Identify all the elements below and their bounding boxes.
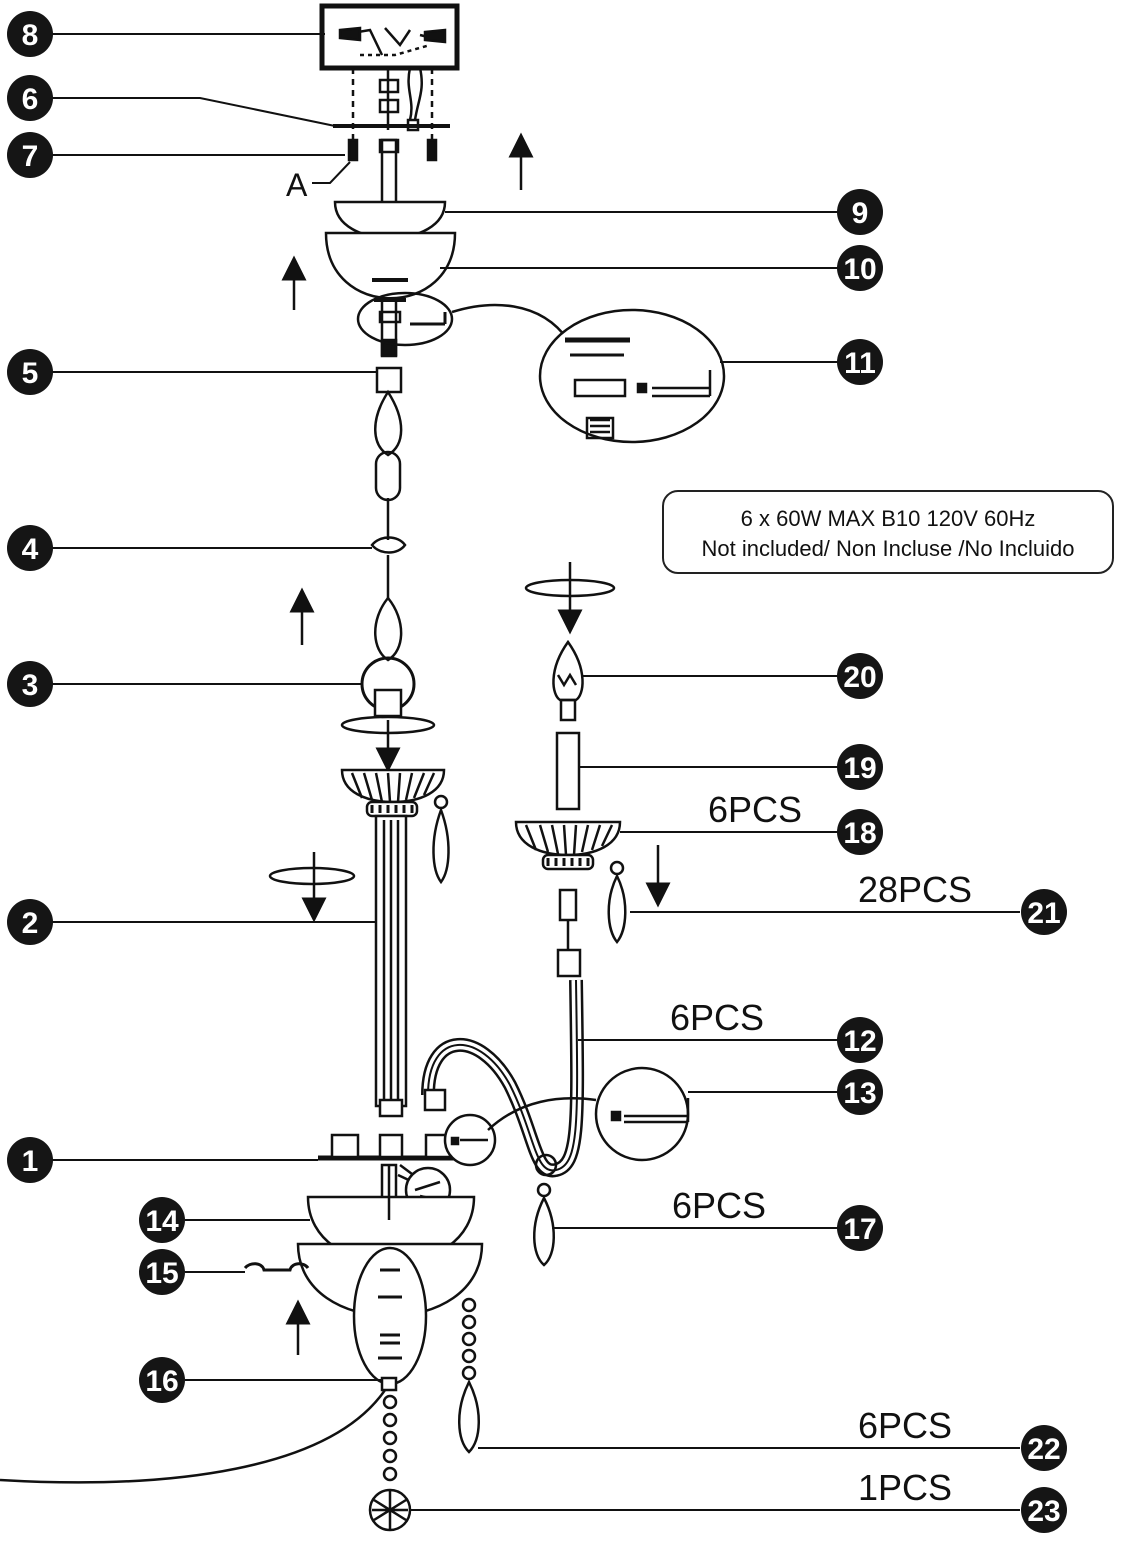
svg-text:19: 19 — [843, 752, 876, 785]
badge-9: 9 — [837, 189, 883, 235]
badge-23: 23 — [1021, 1487, 1067, 1533]
qty-label-21: 28PCS — [858, 869, 972, 910]
qty-label-18: 6PCS — [708, 789, 802, 830]
detail-magnifier-13 — [594, 1066, 690, 1162]
qty-label-17: 6PCS — [672, 1185, 766, 1226]
badge-19: 19 — [837, 744, 883, 790]
svg-text:14: 14 — [145, 1205, 179, 1238]
spec-line-2: Not included/ Non Incluse /No Incluido — [701, 536, 1075, 561]
badge-14: 14 — [139, 1197, 185, 1243]
center-column — [374, 814, 408, 1118]
badge-16: 16 — [139, 1357, 185, 1403]
light-arm — [421, 888, 585, 1178]
svg-text:7: 7 — [22, 140, 39, 173]
badge-1: 1 — [7, 1137, 53, 1183]
badge-6: 6 — [7, 75, 53, 121]
leader-lines — [50, 33, 1020, 1511]
detail-magnifier-11 — [538, 308, 726, 444]
svg-text:23: 23 — [1027, 1495, 1060, 1528]
svg-text:18: 18 — [843, 817, 876, 850]
chain — [370, 389, 407, 662]
badge-12: 12 — [837, 1017, 883, 1063]
badge-10: 10 — [837, 245, 883, 291]
svg-text:1: 1 — [22, 1145, 39, 1178]
svg-text:20: 20 — [843, 661, 876, 694]
badge-8: 8 — [7, 11, 53, 57]
bulb-spec-box: 6 x 60W MAX B10 120V 60Hz Not included/ … — [662, 490, 1114, 574]
qty-label-12: 6PCS — [670, 997, 764, 1038]
svg-text:2: 2 — [22, 907, 39, 940]
svg-text:3: 3 — [22, 669, 39, 702]
svg-text:17: 17 — [843, 1213, 876, 1246]
badge-17: 17 — [837, 1205, 883, 1251]
badge-4: 4 — [7, 525, 53, 571]
badge-22: 22 — [1021, 1425, 1067, 1471]
part-badges: 8 6 7 5 4 3 2 1 14 15 16 9 10 11 20 19 1… — [7, 11, 1067, 1533]
candle-sleeve — [555, 731, 581, 811]
candelabra-bulb — [552, 639, 584, 722]
svg-text:10: 10 — [843, 253, 876, 286]
qty-label-23: 1PCS — [858, 1467, 952, 1508]
svg-text:21: 21 — [1027, 897, 1060, 930]
finial — [352, 1164, 428, 1392]
badge-2: 2 — [7, 899, 53, 945]
screw-letter-a: A — [286, 167, 308, 203]
junction-box — [319, 3, 460, 71]
badge-18: 18 — [837, 809, 883, 855]
arm-crystal — [533, 1195, 555, 1267]
finial-bead-chain — [368, 1394, 412, 1532]
svg-text:12: 12 — [843, 1025, 876, 1058]
svg-text:16: 16 — [145, 1365, 178, 1398]
arm-small-crystal — [607, 873, 627, 944]
canopy-bottom — [324, 231, 457, 300]
spec-line-1: 6 x 60W MAX B10 120V 60Hz — [740, 506, 1036, 531]
badge-11: 11 — [837, 339, 883, 385]
crystal-drop — [432, 806, 450, 885]
svg-text:13: 13 — [843, 1077, 876, 1110]
svg-text:6: 6 — [22, 83, 39, 116]
mounting-screws — [347, 138, 438, 162]
badge-13: 13 — [837, 1069, 883, 1115]
column-cup — [340, 768, 446, 818]
svg-text:9: 9 — [852, 197, 869, 230]
arm-bobeche — [514, 820, 622, 871]
hanging-crystal-strand — [458, 1297, 480, 1454]
badge-15: 15 — [139, 1249, 185, 1295]
svg-text:11: 11 — [844, 347, 876, 380]
badge-7: 7 — [7, 132, 53, 178]
qty-label-22: 6PCS — [858, 1405, 952, 1446]
badge-21: 21 — [1021, 889, 1067, 935]
badge-3: 3 — [7, 661, 53, 707]
svg-text:22: 22 — [1027, 1433, 1060, 1466]
svg-text:4: 4 — [22, 533, 39, 566]
badge-5: 5 — [7, 349, 53, 395]
svg-text:8: 8 — [22, 19, 39, 52]
wrench — [243, 1262, 310, 1272]
svg-text:15: 15 — [145, 1257, 178, 1290]
svg-text:5: 5 — [22, 357, 39, 390]
badge-20: 20 — [837, 653, 883, 699]
